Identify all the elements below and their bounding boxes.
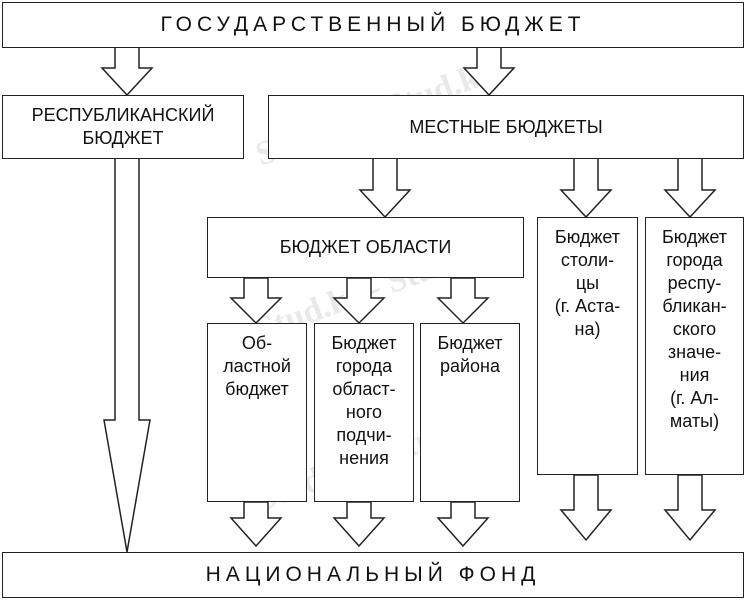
state-budget-label: ГОСУДАРСТВЕННЫЙ БЮДЖЕТ bbox=[160, 13, 586, 36]
capital-budget-box: Бюджет столи- цы (г. Аста- на) bbox=[537, 217, 638, 475]
arrow-down bbox=[332, 277, 386, 325]
republican-city-budget-label: Бюджет города респу- бликан- ского значе… bbox=[661, 227, 728, 431]
capital-budget-label: Бюджет столи- цы (г. Аста- на) bbox=[554, 227, 621, 339]
arrow-down bbox=[663, 157, 717, 219]
arrow-down bbox=[559, 474, 613, 542]
oblast-city-budget-box: Бюджет города област- ного подчи- нения bbox=[314, 323, 414, 502]
arrow-down bbox=[462, 46, 516, 97]
arrow-down bbox=[100, 46, 154, 97]
local-budgets-box: МЕСТНЫЕ БЮДЖЕТЫ bbox=[268, 95, 744, 159]
national-fund-label: НАЦИОНАЛЬНЫЙ ФОНД bbox=[205, 563, 541, 586]
district-budget-box: Бюджет района bbox=[420, 323, 520, 502]
arrow-down bbox=[229, 501, 283, 548]
national-fund-box: НАЦИОНАЛЬНЫЙ ФОНД bbox=[2, 552, 744, 598]
arrow-down bbox=[663, 474, 717, 542]
oblast-budget-label: Об- ластной бюджет bbox=[223, 333, 291, 399]
state-budget-box: ГОСУДАРСТВЕННЫЙ БЮДЖЕТ bbox=[2, 2, 744, 48]
arrow-down bbox=[229, 277, 283, 325]
arrow-down bbox=[436, 277, 490, 325]
arrow-down bbox=[436, 501, 490, 548]
oblast-budget-group-label: БЮДЖЕТ ОБЛАСТИ bbox=[279, 237, 452, 257]
republican-budget-label: РЕСПУБЛИКАНСКИЙ БЮДЖЕТ bbox=[31, 105, 215, 148]
oblast-budget-box: Об- ластной бюджет bbox=[207, 323, 307, 502]
arrow-down-long bbox=[103, 157, 151, 553]
republican-budget-box: РЕСПУБЛИКАНСКИЙ БЮДЖЕТ bbox=[2, 95, 244, 159]
arrow-down bbox=[559, 157, 613, 219]
district-budget-label: Бюджет района bbox=[437, 333, 503, 376]
local-budgets-label: МЕСТНЫЕ БЮДЖЕТЫ bbox=[409, 116, 603, 137]
oblast-city-budget-label: Бюджет города област- ного подчи- нения bbox=[331, 333, 397, 468]
oblast-budget-group-box: БЮДЖЕТ ОБЛАСТИ bbox=[207, 217, 524, 278]
arrow-down bbox=[332, 501, 386, 548]
republican-city-budget-box: Бюджет города респу- бликан- ского значе… bbox=[645, 217, 744, 475]
arrow-down bbox=[358, 157, 412, 219]
